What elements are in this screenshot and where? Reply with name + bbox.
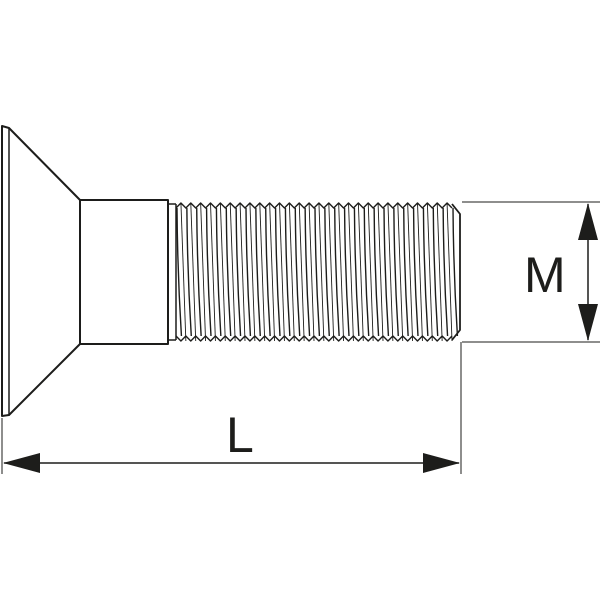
thread-root (239, 202, 246, 342)
thread-crest (393, 207, 399, 337)
thread-crest (225, 207, 232, 337)
dimension-label-l: L (226, 407, 254, 463)
screw-shank (79, 199, 169, 345)
thread-section (175, 202, 459, 342)
thread-root (357, 202, 364, 342)
thread-root (318, 202, 325, 342)
l-arrow-left (3, 453, 40, 473)
thread-crest (255, 207, 261, 337)
m-arrow-down (578, 304, 598, 341)
screw-head (1, 125, 81, 417)
thread-root (279, 202, 285, 342)
thread-crest (245, 207, 252, 337)
thread-crest (452, 207, 459, 337)
m-arrow-up (578, 203, 598, 240)
thread-crest (373, 207, 380, 337)
thread-crest (284, 207, 291, 337)
thread-crest (186, 207, 192, 337)
thread-root (200, 202, 207, 342)
thread-crest (265, 207, 271, 337)
thread-crest (235, 207, 242, 337)
thread-crest (442, 207, 449, 337)
thread-crest (205, 207, 212, 337)
thread-root (210, 202, 216, 342)
thread-crest (383, 207, 390, 337)
thread-crest (304, 207, 311, 337)
thread-crest (294, 207, 301, 337)
thread-crest (343, 207, 350, 337)
thread-root (190, 202, 197, 342)
thread-crest (334, 207, 340, 337)
thread-root (229, 202, 236, 342)
thread-root (308, 202, 315, 342)
thread-root (407, 202, 414, 342)
thread-crest (422, 207, 429, 337)
thread-root (417, 202, 423, 342)
thread-root (426, 202, 433, 342)
thread-crest (403, 207, 409, 337)
thread-root (377, 202, 384, 342)
thread-crest (215, 207, 222, 337)
thread-root (446, 202, 453, 342)
thread-crest (363, 207, 370, 337)
thread-root (219, 202, 226, 342)
thread-root (269, 202, 276, 342)
thread-crest (324, 207, 330, 337)
thread-crest (353, 207, 360, 337)
thread-crest (196, 207, 202, 337)
thread-root (288, 202, 295, 342)
thread-root (338, 202, 345, 342)
thread-root (387, 202, 394, 342)
thread-root (328, 202, 335, 342)
thread-root (367, 202, 374, 342)
thread-outline-top (175, 202, 453, 209)
thread-root (180, 202, 187, 342)
thread-crest (412, 207, 419, 337)
thread-root (249, 202, 256, 342)
thread-crest (274, 207, 281, 337)
thread-root (348, 202, 354, 342)
thread-end (451, 203, 461, 341)
l-arrow-right (423, 453, 460, 473)
thread-crest (314, 207, 321, 337)
thread-root (397, 202, 404, 342)
thread-crest (432, 207, 439, 337)
thread-root (298, 202, 305, 342)
thread-root (259, 202, 266, 342)
thread-root (436, 202, 443, 342)
thread-crest (176, 207, 183, 337)
dimension-label-m: M (524, 247, 566, 303)
